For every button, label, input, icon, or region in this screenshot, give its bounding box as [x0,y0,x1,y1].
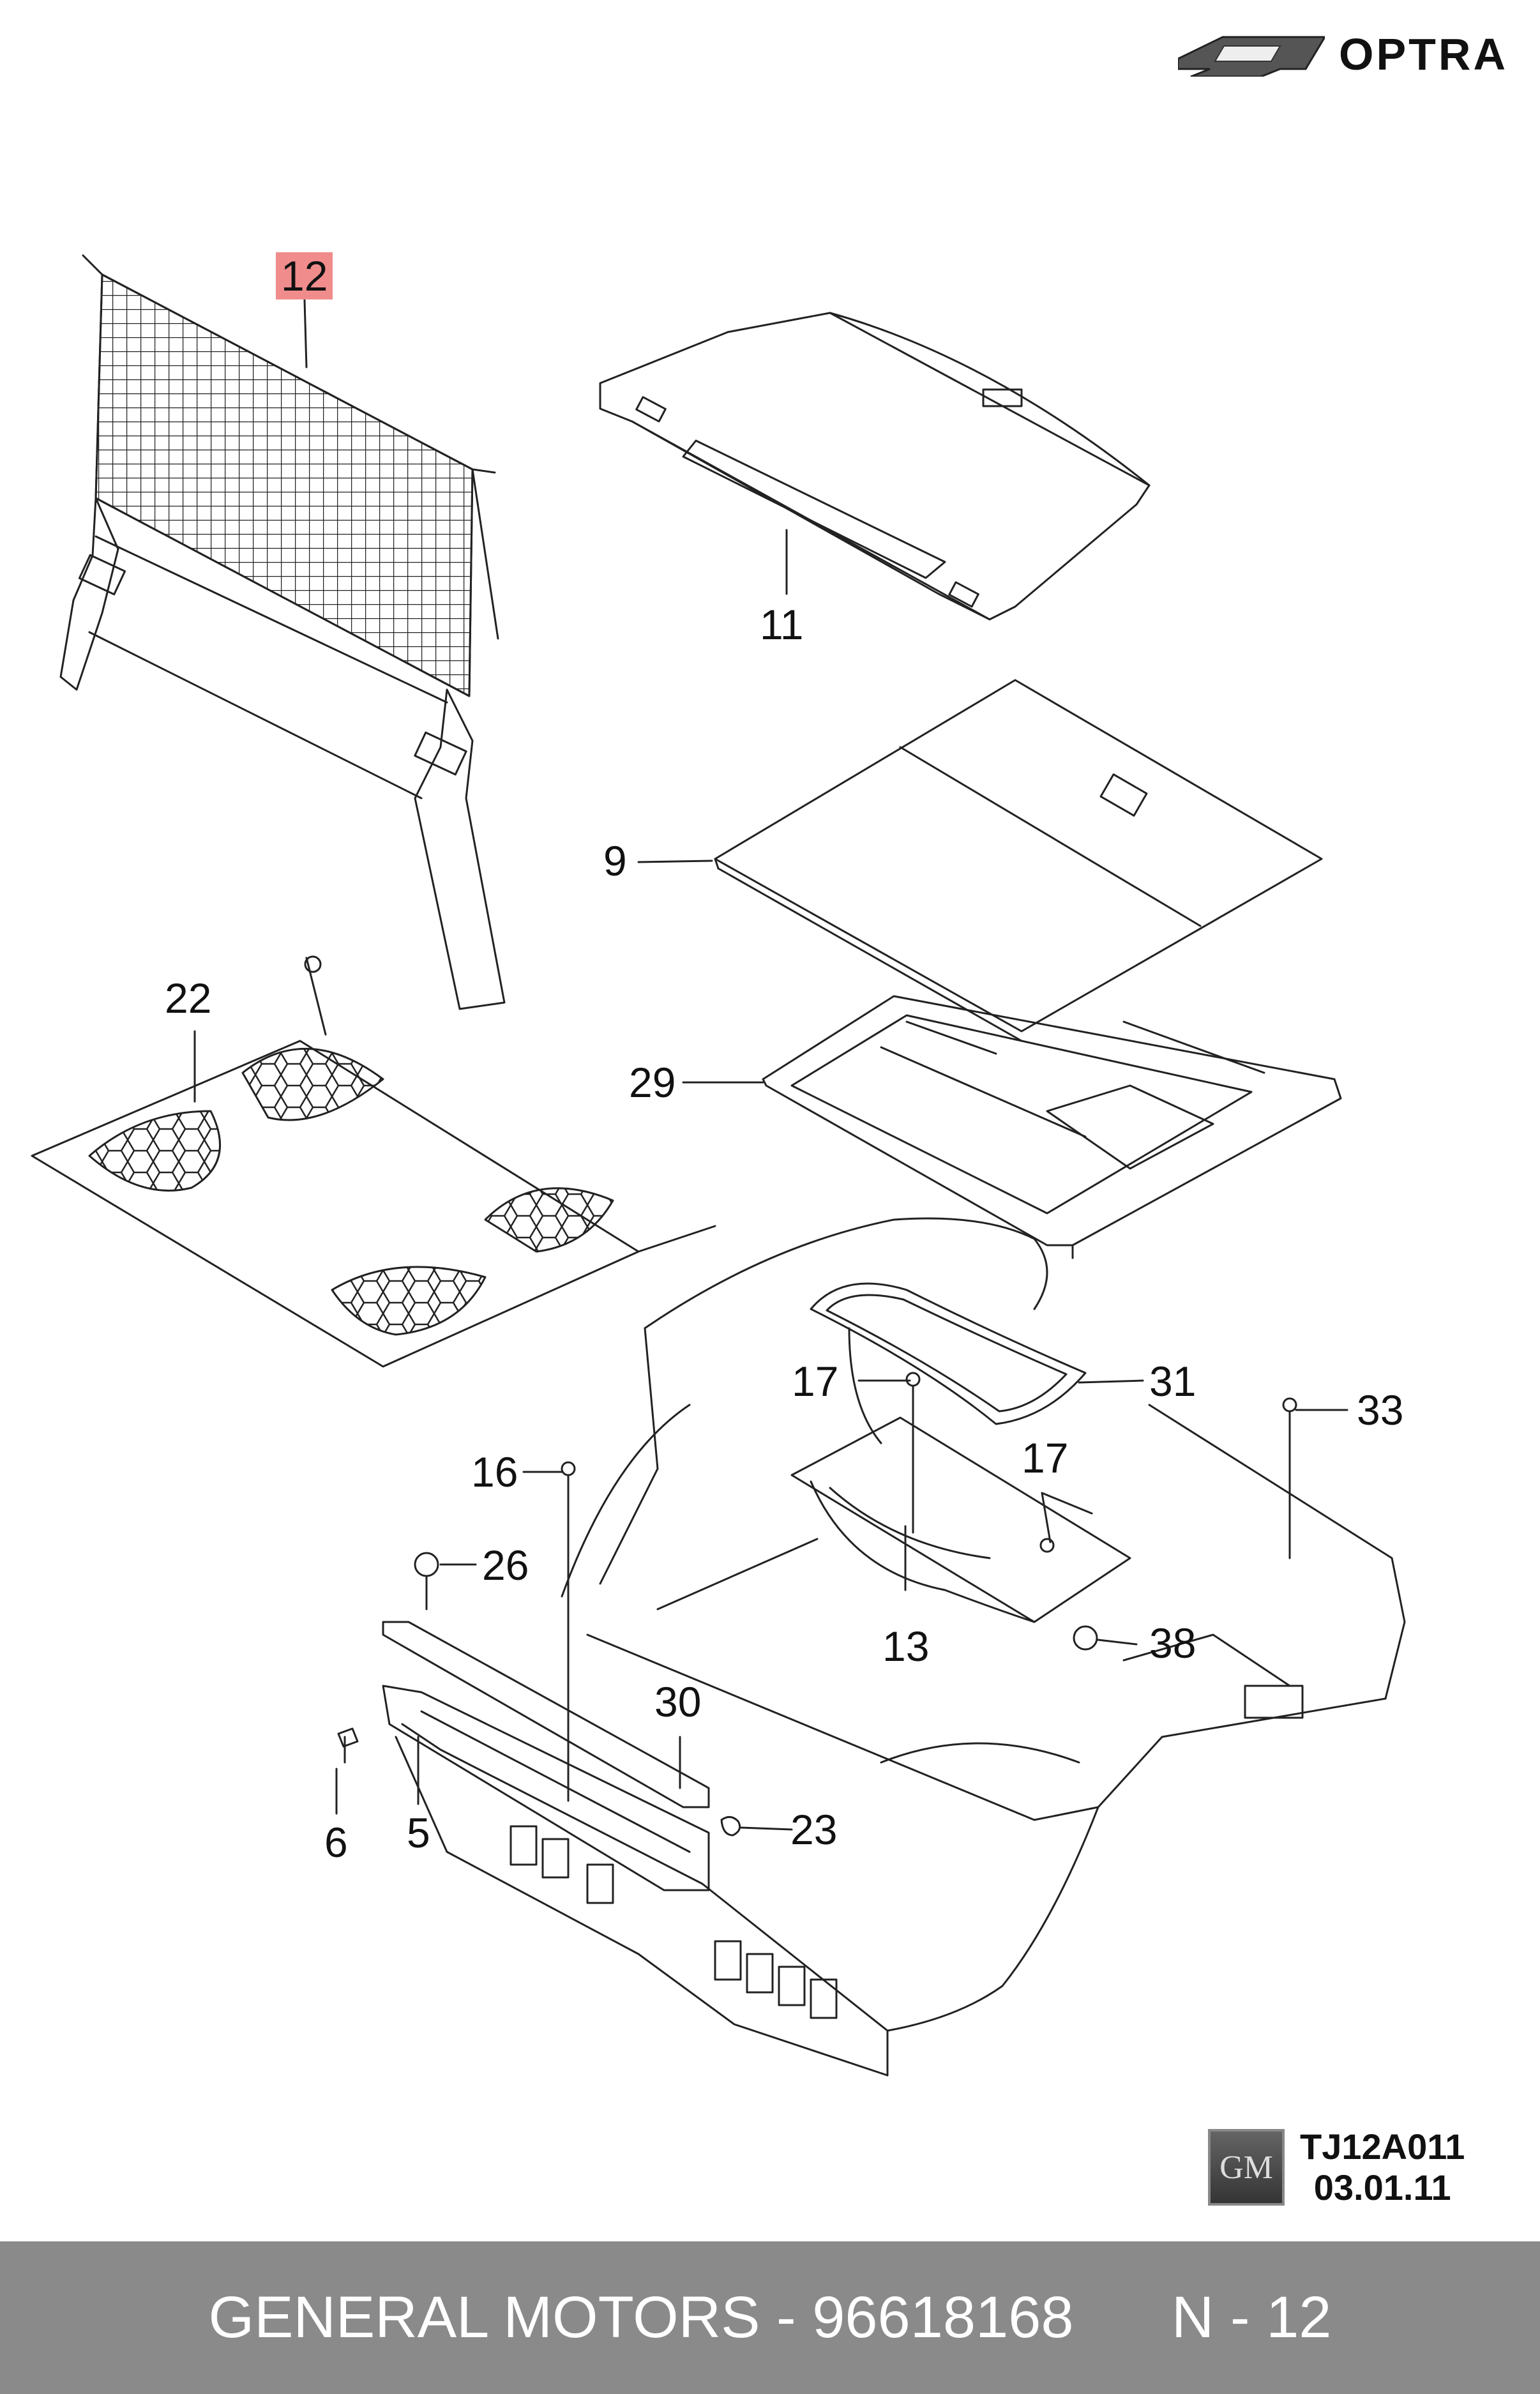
tonneau-cover [599,312,1151,621]
parts-diagram [31,254,1406,2077]
callout-23[interactable]: 23 [790,1806,838,1853]
leader-lines [193,299,1348,1831]
model-name: OPTRA [1339,29,1508,79]
rear-panel-gasket [810,1282,1087,1425]
cargo-net-barrier [59,254,506,1010]
chevrolet-bowtie-icon [1178,36,1325,77]
floor-cover-board [714,679,1323,1042]
callout-12[interactable]: 12 [276,252,333,299]
callout-13[interactable]: 13 [882,1623,930,1670]
diagram-date: 03.01.11 [1313,2167,1451,2208]
reference-text: TJ12A011 03.01.11 [1300,2126,1465,2209]
callout-16[interactable]: 16 [471,1448,518,1496]
callout-26[interactable]: 26 [482,1542,529,1589]
rear-floor-pan [395,1217,1406,2077]
fasteners [337,1372,1297,1837]
callout-22[interactable]: 22 [165,974,212,1022]
storage-tray [762,995,1342,1259]
rear-end-panel [382,1685,710,1891]
callout-38[interactable]: 38 [1149,1619,1197,1667]
callout-30[interactable]: 30 [654,1678,702,1725]
callout-5[interactable]: 5 [407,1809,430,1856]
callout-9[interactable]: 9 [603,837,627,884]
rear-cross-rail [382,1621,710,1808]
footer-part-info: GENERAL MOTORS - 96618168 N - 12 [208,2285,1332,2350]
callout-11[interactable]: 11 [760,601,804,648]
diagram-code: TJ12A011 [1300,2126,1465,2167]
brand-header: OPTRA [1178,26,1508,83]
callout-33[interactable]: 33 [1357,1386,1404,1434]
callout-17-upper[interactable]: 17 [792,1358,839,1405]
reference-block: GM TJ12A011 03.01.11 [1208,2126,1465,2209]
callout-6[interactable]: 6 [324,1819,348,1866]
floor-cargo-net [31,955,716,1368]
callout-17-lower[interactable]: 17 [1022,1434,1069,1481]
callout-29[interactable]: 29 [629,1059,676,1106]
spare-wheel-well [790,1416,1131,1651]
gm-logo-icon: GM [1208,2129,1285,2206]
callout-31[interactable]: 31 [1149,1358,1197,1405]
footer-bar: GENERAL MOTORS - 96618168 N - 12 [0,2241,1540,2394]
